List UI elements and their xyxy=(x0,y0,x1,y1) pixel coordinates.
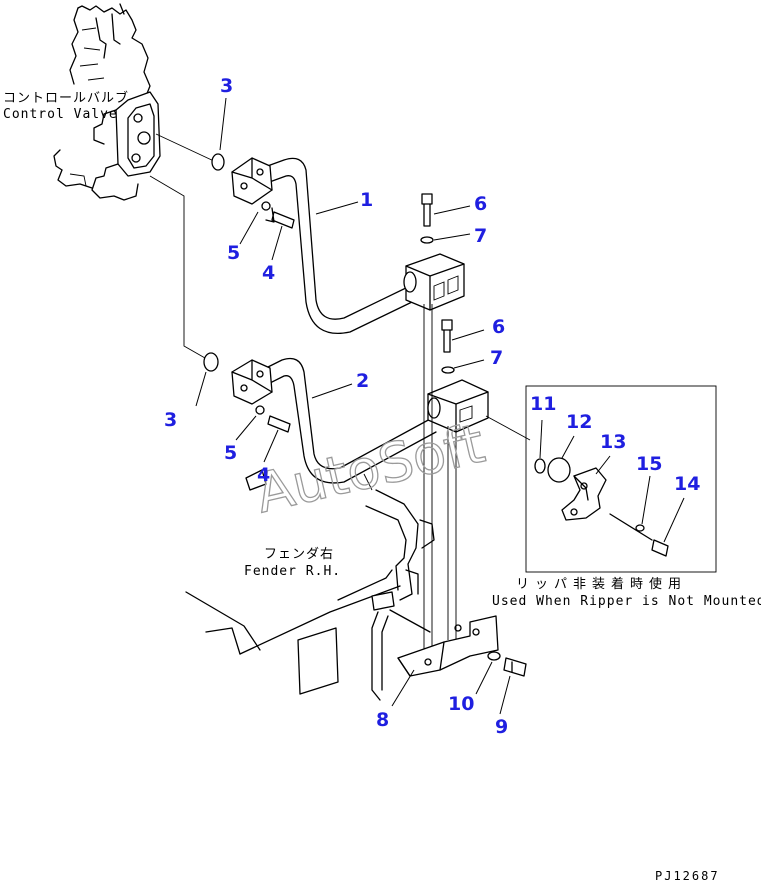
callout-13: 13 xyxy=(600,431,626,453)
port-line-upper xyxy=(155,133,217,163)
callout-6-lower: 6 xyxy=(492,316,505,338)
port-line-lower xyxy=(149,175,213,363)
middle-connector-block xyxy=(427,379,489,433)
callout-numbers: 1 2 3 3 4 4 5 5 6 6 7 7 8 9 10 11 12 13 … xyxy=(164,75,700,738)
tube-2-drawing xyxy=(231,357,437,491)
support-rod-right xyxy=(447,426,457,640)
callout-3-upper: 3 xyxy=(220,75,233,97)
o-ring-upper xyxy=(211,153,225,171)
o-ring-lower xyxy=(203,352,219,372)
upper-connector-block xyxy=(403,253,465,311)
callout-8: 8 xyxy=(376,709,389,731)
callout-3-lower: 3 xyxy=(164,409,177,431)
ripper-note-jp: リッパ非装着時使用 xyxy=(516,576,687,592)
ripper-inset-box xyxy=(525,385,717,573)
ripper-inset-parts xyxy=(534,457,669,557)
callout-1: 1 xyxy=(360,189,373,211)
callout-5-upper: 5 xyxy=(227,242,240,264)
callout-4-lower: 4 xyxy=(257,464,270,486)
callout-4-upper: 4 xyxy=(262,262,275,284)
fender-label-en: Fender R.H. xyxy=(244,564,341,579)
callout-14: 14 xyxy=(674,473,700,495)
callout-7-upper: 7 xyxy=(474,225,487,247)
callout-5-lower: 5 xyxy=(224,442,237,464)
block-to-plug-line xyxy=(485,415,531,441)
callout-6-upper: 6 xyxy=(474,193,487,215)
callout-leaders xyxy=(195,97,685,715)
ripper-note-en: Used When Ripper is Not Mounted xyxy=(492,594,761,609)
callout-11: 11 xyxy=(530,393,556,415)
bolt-6-lower xyxy=(441,319,455,374)
support-rod-left xyxy=(423,304,433,660)
callout-7-lower: 7 xyxy=(490,347,503,369)
callout-2: 2 xyxy=(356,370,369,392)
callout-12: 12 xyxy=(566,411,592,433)
callout-15: 15 xyxy=(636,453,662,475)
control-valve-drawing xyxy=(53,3,161,201)
bracket-8-drawing xyxy=(397,615,527,677)
callout-10: 10 xyxy=(448,693,474,715)
fender-drawing xyxy=(185,473,435,701)
tube-1-drawing xyxy=(231,157,413,334)
callout-9: 9 xyxy=(495,716,508,738)
control-valve-label-jp: コントロールバルブ xyxy=(3,90,129,106)
drawing-code: PJ12687 xyxy=(655,869,720,883)
control-valve-label-en: Control Valve xyxy=(3,107,118,122)
fender-label-jp: フェンダ右 xyxy=(264,547,334,562)
bolt-6-upper xyxy=(420,193,434,244)
